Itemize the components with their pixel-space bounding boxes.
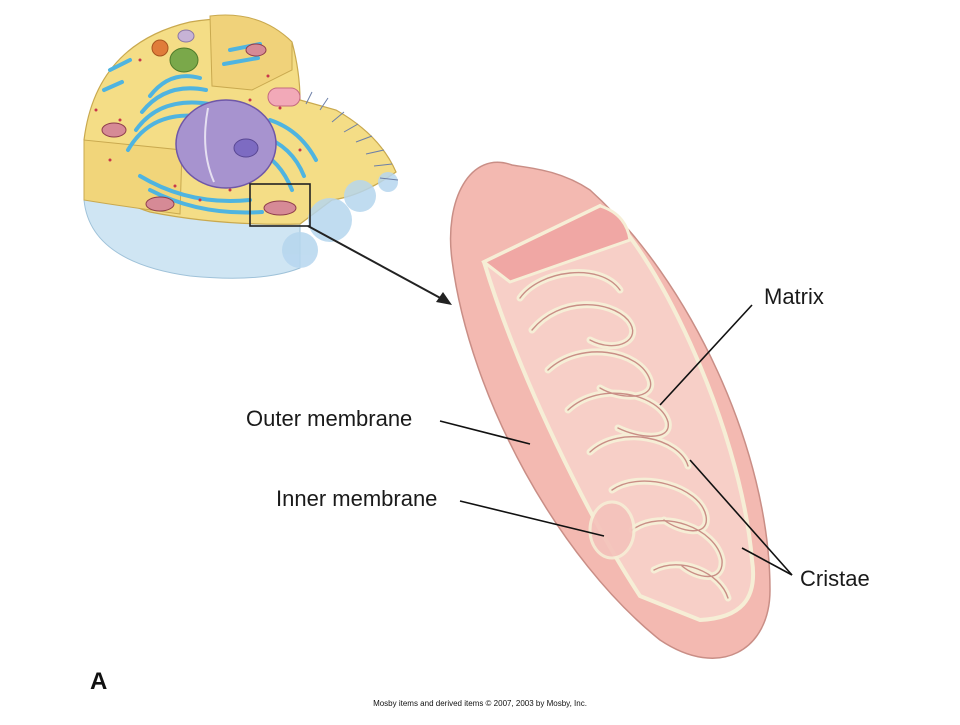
outer-membrane-leader: [439, 420, 531, 445]
nucleus: [175, 99, 277, 189]
leader-lines: [439, 304, 793, 576]
matrix-leader: [659, 304, 753, 406]
zoom-box: [249, 183, 311, 227]
cristae-leader-2: [741, 547, 793, 576]
cell-fringe: [305, 91, 399, 181]
label-outer-membrane: Outer membrane: [246, 406, 413, 431]
chloro-organelle: [169, 47, 199, 73]
label-matrix: Matrix: [764, 284, 824, 309]
vacuole: [267, 87, 301, 107]
label-cristae: Cristae: [800, 566, 870, 591]
inner-membrane-leader: [459, 500, 605, 537]
zoom-arrow: [307, 225, 452, 305]
copyright-credit: Mosby items and derived items © 2007, 20…: [373, 699, 587, 708]
cell-illustration: [83, 14, 399, 279]
label-inner-membrane: Inner membrane: [276, 486, 438, 511]
mitochondrion: [449, 161, 771, 659]
cell-mitochondria: [101, 43, 297, 216]
cristae-leader-1: [689, 459, 793, 576]
inner-cavity: [481, 203, 756, 623]
panel-letter: A: [90, 668, 108, 695]
